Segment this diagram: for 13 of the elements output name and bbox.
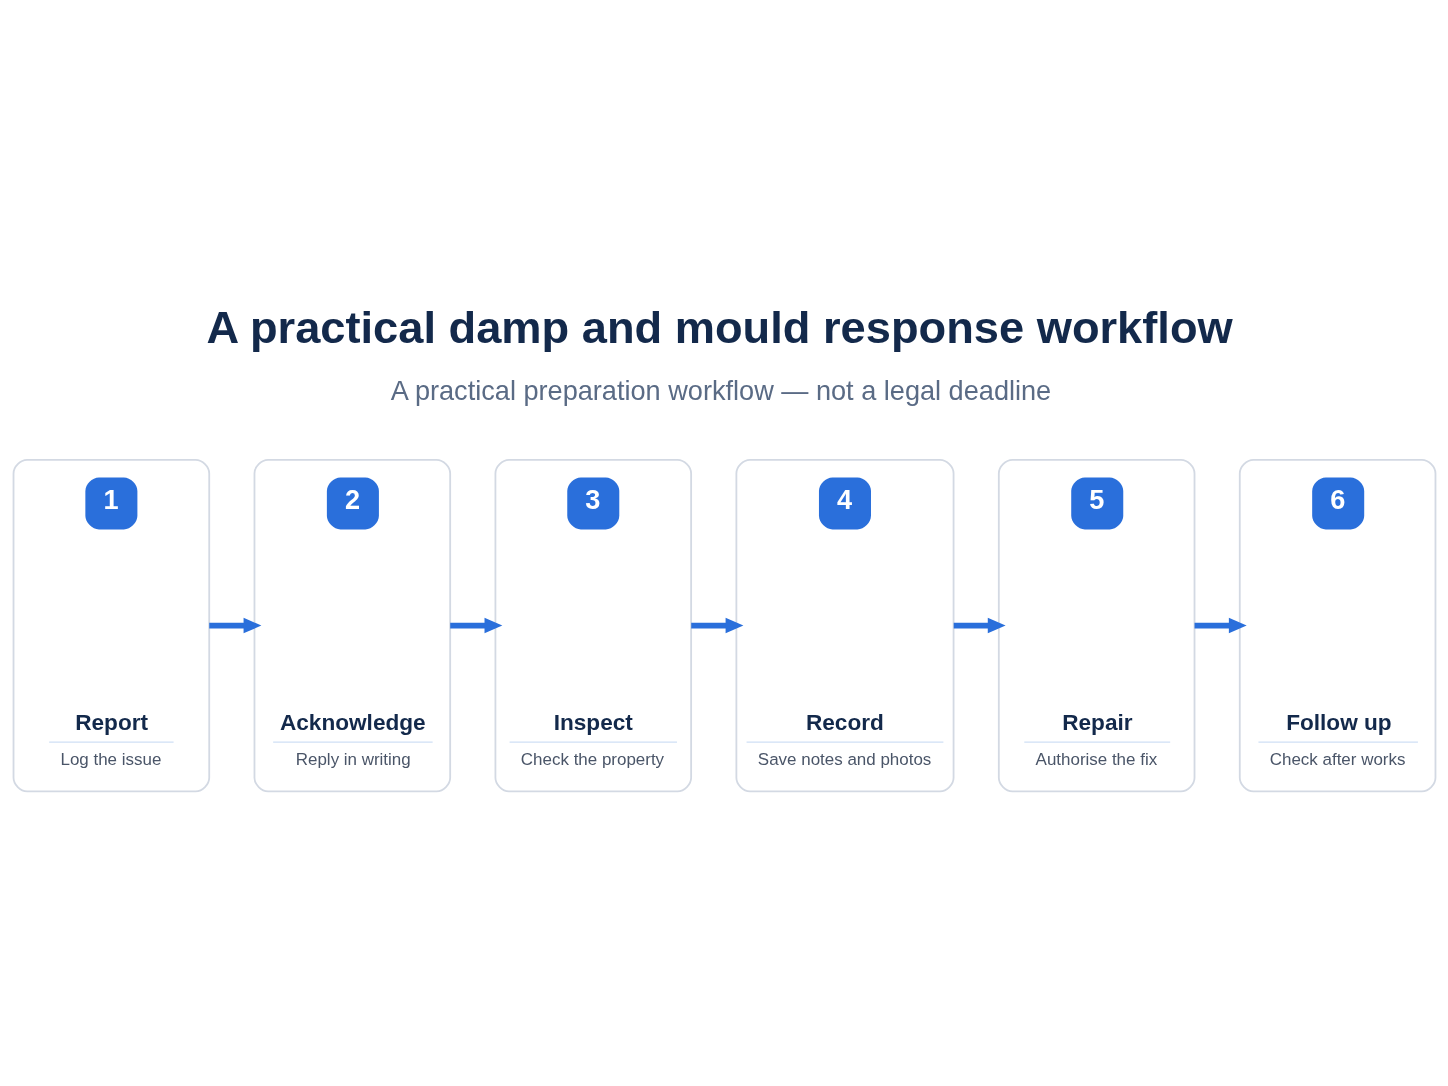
node-box: 2 Acknowledge Reply in writing [253, 458, 451, 793]
node-box: 5 Repair Authorise the fix [997, 458, 1195, 793]
node-box: 6 Follow up Check after works [1238, 458, 1436, 793]
arrow [953, 617, 1006, 634]
node-box: 4 Record Save notes and photos [734, 458, 954, 793]
diagram-title: A practical damp and mould response workflow [205, 302, 1233, 354]
arrow [208, 617, 261, 634]
caption: A practical preparation workflow — not a legal deadline [390, 375, 1051, 407]
arrow [690, 617, 743, 634]
arrow [449, 617, 502, 634]
node-box: 1 Report Log the issue [12, 458, 210, 793]
node-box: 3 Inspect Check the property [494, 458, 692, 793]
arrow [1194, 617, 1247, 634]
